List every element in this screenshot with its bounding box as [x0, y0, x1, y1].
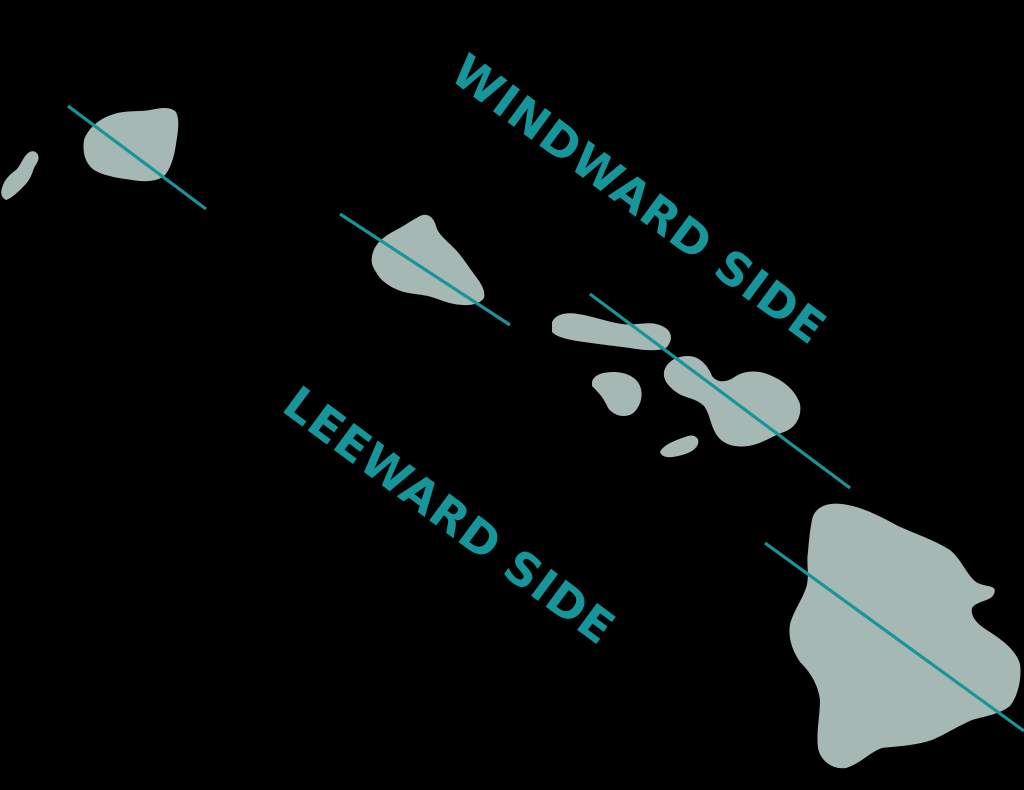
island-niihau	[1, 151, 39, 200]
divider-lines-group	[67, 104, 1024, 733]
windward-side-label: WINDWARD SIDE	[441, 43, 836, 355]
divider-line-kauai	[67, 104, 207, 211]
island-hawaii	[789, 503, 1021, 769]
islands-group	[1, 108, 1021, 769]
divider-line-oahu	[339, 212, 511, 327]
island-molokai	[552, 313, 671, 351]
island-lanai	[592, 372, 642, 416]
island-kahoolawe	[660, 435, 699, 458]
divider-line-hawaii	[764, 541, 1024, 733]
leeward-side-label: LEEWARD SIDE	[273, 375, 625, 655]
island-oahu	[371, 214, 485, 306]
divider-line-maui-nui	[589, 292, 851, 490]
island-kauai	[83, 108, 179, 182]
